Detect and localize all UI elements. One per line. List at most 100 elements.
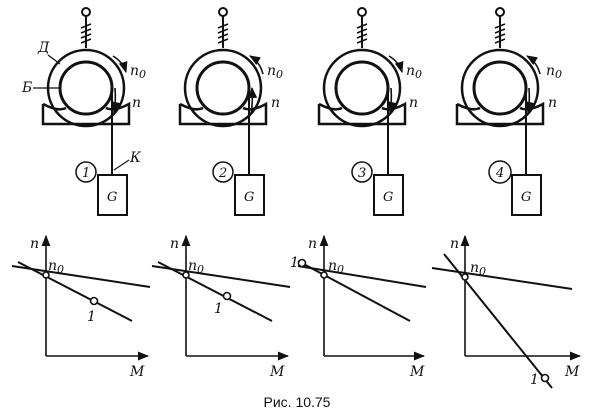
generator-box — [97, 174, 128, 216]
point-label-1: 1 — [87, 309, 96, 325]
machine-1 — [41, 7, 131, 216]
origin-point — [461, 273, 469, 281]
n0-label-1: n0 — [48, 258, 64, 276]
generator-box — [511, 174, 542, 216]
y-axis-label-3: n — [308, 236, 317, 252]
variant-number-3: 3 — [358, 166, 366, 181]
belt-leader — [113, 159, 130, 171]
x-axis-label-4: M — [564, 364, 580, 380]
n-arrow — [387, 87, 397, 114]
terminal-icon — [218, 7, 228, 17]
speed-n0-label-4: n0 — [546, 63, 562, 81]
machine-base — [178, 101, 268, 126]
rotor-ring — [334, 60, 390, 116]
speed-n-label-1: n — [132, 95, 141, 111]
graph-4 — [431, 234, 582, 389]
variant-number-circle — [75, 161, 97, 183]
operating-characteristic — [443, 253, 553, 389]
generator-box — [373, 174, 404, 216]
variant-number-circle — [212, 161, 234, 183]
rotor-ring — [472, 60, 528, 116]
n0-arrow — [249, 55, 264, 75]
svg-text:n0: n0 — [470, 260, 486, 278]
x-axis-label-2: M — [269, 364, 285, 380]
variant-number-circle — [351, 161, 373, 183]
stator-ring — [322, 48, 402, 128]
svg-text:n0: n0 — [188, 258, 204, 276]
operating-characteristic — [17, 261, 133, 322]
speed-n0-label-2: n0 — [267, 63, 283, 81]
y-axis-label-2: n — [170, 236, 179, 252]
operating-characteristic — [157, 261, 273, 322]
graph-2 — [151, 234, 291, 361]
generator-box — [234, 174, 265, 216]
origin-point — [42, 271, 50, 279]
stator-leader — [47, 54, 61, 65]
terminal-icon — [357, 7, 367, 17]
n-arrow — [525, 87, 535, 114]
svg-text:n0: n0 — [546, 63, 562, 81]
y-axis-label-1: n — [30, 236, 39, 252]
n0-arrow — [526, 55, 541, 75]
graph-3 — [297, 234, 427, 361]
figure-caption: Рис. 10.75 — [263, 394, 331, 410]
spring-icon — [80, 23, 92, 44]
ideal-characteristic — [11, 265, 151, 288]
svg-text:n0: n0 — [48, 258, 64, 276]
variant-number-4: 4 — [495, 166, 504, 181]
machine-2 — [178, 7, 268, 216]
generator-label-4: G — [521, 190, 531, 205]
belt-label: К — [129, 150, 142, 166]
origin-point — [320, 271, 328, 279]
stator-ring — [183, 48, 263, 128]
variant-number-circle — [488, 160, 512, 184]
ideal-characteristic — [297, 265, 427, 288]
svg-text:n0: n0 — [267, 63, 283, 81]
svg-text:n0: n0 — [130, 63, 146, 81]
machine-3 — [317, 7, 407, 216]
n-arrow — [111, 87, 121, 114]
spring-icon — [494, 23, 506, 44]
operating-point — [297, 258, 307, 268]
svg-text:n0: n0 — [406, 63, 422, 81]
graph-1 — [11, 234, 151, 361]
generator-label-1: G — [107, 190, 117, 205]
n0-arrow — [112, 55, 128, 74]
x-axis-label-3: M — [409, 364, 425, 380]
rotor-ring — [58, 60, 114, 116]
spring-icon — [356, 23, 368, 44]
rotor-ring — [195, 60, 251, 116]
speed-n-label-4: n — [548, 95, 557, 111]
operating-point — [89, 296, 99, 306]
variant-number-2: 2 — [218, 166, 227, 181]
operating-point — [222, 291, 232, 301]
x-axis-label-1: M — [129, 364, 145, 380]
operating-point — [540, 373, 550, 383]
n0-label-3: n0 — [328, 258, 344, 276]
stator-label: Д — [37, 40, 50, 56]
ideal-characteristic — [151, 265, 291, 288]
point-label-4: 1 — [530, 372, 539, 388]
speed-n-label-2: n — [271, 95, 280, 111]
ideal-characteristic — [431, 267, 573, 290]
n0-arrow — [388, 55, 404, 74]
stator-ring — [460, 48, 540, 128]
generator-label-2: G — [244, 190, 254, 205]
rotor-label: Б — [21, 80, 32, 96]
y-axis-label-4: n — [450, 236, 459, 252]
speed-n0-label-3: n0 — [406, 63, 422, 81]
speed-n0-label-1: n0 — [130, 63, 146, 81]
terminal-icon — [81, 7, 91, 17]
spring-icon — [217, 23, 229, 44]
n0-label-4: n0 — [470, 260, 486, 278]
operating-characteristic — [297, 260, 411, 322]
n-arrow — [248, 86, 258, 115]
variant-number-1: 1 — [82, 166, 90, 181]
generator-label-3: G — [383, 190, 393, 205]
n0-label-2: n0 — [188, 258, 204, 276]
point-label-3: 1 — [290, 255, 299, 271]
svg-text:n0: n0 — [328, 258, 344, 276]
point-label-2: 1 — [214, 301, 223, 317]
terminal-icon — [495, 7, 505, 17]
